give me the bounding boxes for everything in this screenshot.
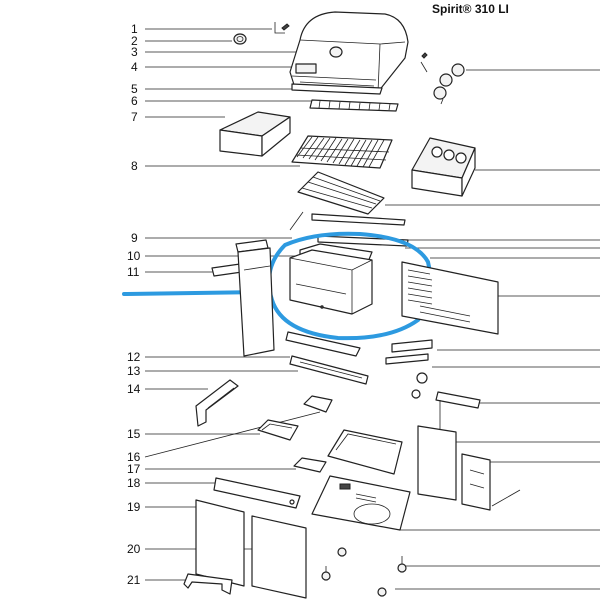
part-control-panel bbox=[401, 261, 499, 335]
callout-7: 7 bbox=[131, 110, 138, 124]
part-burner-knobs bbox=[420, 52, 465, 105]
part-10-cookbox bbox=[289, 243, 373, 315]
part-14-bracket bbox=[195, 379, 239, 427]
part-17-catch-pan bbox=[293, 457, 327, 473]
part-7-side-shelf bbox=[219, 111, 291, 157]
part-8-cooking-grate bbox=[291, 135, 393, 169]
callout-18: 18 bbox=[127, 476, 141, 490]
part-lid bbox=[289, 11, 409, 93]
part-13-crossbar bbox=[289, 355, 369, 385]
part-right-frame bbox=[417, 391, 491, 511]
part-5-handle bbox=[291, 83, 383, 95]
callout-5: 5 bbox=[131, 82, 138, 96]
part-1-screw bbox=[274, 22, 290, 34]
callout-20: 20 bbox=[127, 542, 141, 556]
part-15-drip-tray bbox=[257, 419, 299, 441]
part-12-front-rail bbox=[285, 331, 361, 357]
callout-6: 6 bbox=[131, 94, 138, 108]
right-leader-lines bbox=[385, 69, 600, 590]
callout-9: 9 bbox=[131, 231, 138, 245]
callout-8: 8 bbox=[131, 159, 138, 173]
callout-4: 4 bbox=[131, 60, 138, 74]
callout-21: 21 bbox=[127, 573, 141, 587]
callout-15: 15 bbox=[127, 427, 141, 441]
callout-19: 19 bbox=[127, 500, 141, 514]
part-manifold bbox=[385, 339, 433, 399]
part-9-burner-tubes bbox=[289, 211, 409, 247]
part-casters bbox=[321, 547, 407, 597]
part-16-grease-tray bbox=[303, 395, 333, 413]
left-leader-lines bbox=[144, 28, 330, 581]
callout-2: 2 bbox=[131, 34, 138, 48]
part-11-left-frame bbox=[211, 239, 275, 357]
part-gas-hose bbox=[491, 489, 521, 507]
part-6-warming-rack bbox=[309, 99, 399, 112]
callout-numbers: 1 2 3 4 5 6 7 8 9 10 11 12 13 14 15 16 1… bbox=[127, 22, 141, 587]
callout-12: 12 bbox=[127, 350, 141, 364]
callout-16: 16 bbox=[127, 450, 141, 464]
part-bottom-shelf bbox=[311, 475, 411, 531]
part-right-side-shelf bbox=[411, 137, 476, 197]
part-2-knob bbox=[233, 33, 247, 45]
part-flavorizer-bars bbox=[297, 171, 385, 215]
callout-3: 3 bbox=[131, 45, 138, 59]
part-21-door-handle bbox=[183, 573, 233, 595]
callout-17: 17 bbox=[127, 462, 141, 476]
callout-10: 10 bbox=[127, 249, 141, 263]
part-18-rear-panel bbox=[213, 477, 301, 509]
diagram-title: Spirit® 310 LI bbox=[432, 2, 509, 16]
highlight-annotation bbox=[122, 231, 433, 341]
part-19-left-door bbox=[195, 499, 245, 587]
callout-1: 1 bbox=[131, 22, 138, 36]
part-grease-pan bbox=[327, 429, 403, 475]
callout-11: 11 bbox=[127, 265, 140, 279]
callout-14: 14 bbox=[127, 382, 141, 396]
callout-13: 13 bbox=[127, 364, 141, 378]
part-20-right-door bbox=[251, 515, 307, 599]
